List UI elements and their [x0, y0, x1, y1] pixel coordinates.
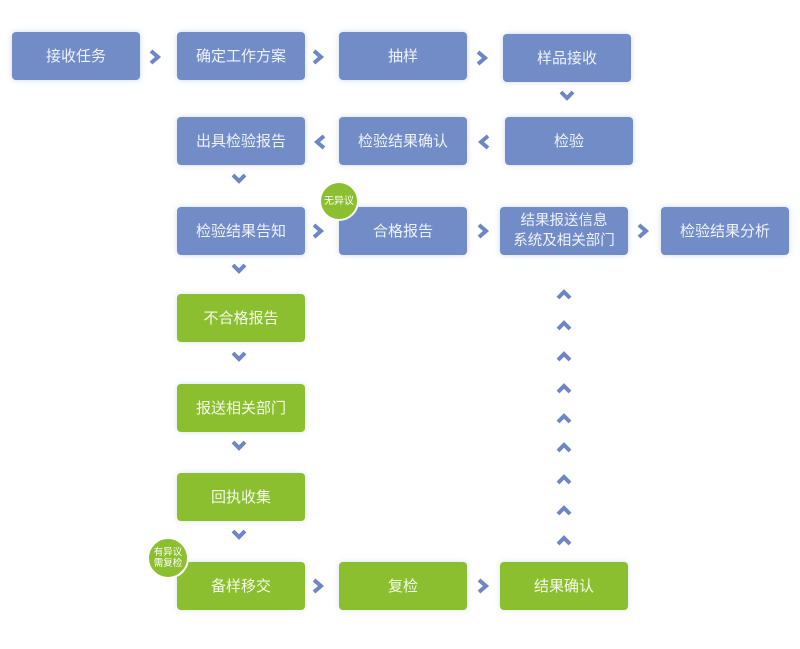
step-inspection: 检验 [505, 117, 633, 165]
step-analyze-result: 检验结果分析 [661, 207, 789, 255]
step-notify-result: 检验结果告知 [177, 207, 305, 255]
badge-objection-reinspect: 有异议需复检 [147, 537, 189, 579]
chevron-up-icon [556, 535, 572, 547]
step-label: 备样移交 [210, 577, 271, 595]
step-label: 检验结果告知 [195, 222, 286, 240]
chevron-right-icon [311, 223, 325, 239]
chevron-right-icon [476, 223, 490, 239]
chevron-down-icon [231, 262, 247, 274]
step-transfer-backup: 备样移交 [177, 562, 305, 610]
chevron-up-icon [556, 442, 572, 454]
step-label: 检验结果分析 [679, 222, 770, 240]
chevron-up-icon [556, 351, 572, 363]
chevron-down-icon [231, 350, 247, 362]
step-label: 复检 [387, 577, 418, 595]
step-unqualified-report: 不合格报告 [177, 294, 305, 342]
step-sample-receipt: 样品接收 [503, 34, 631, 82]
step-sampling: 抽样 [339, 32, 467, 80]
step-label: 回执收集 [210, 488, 271, 506]
chevron-right-icon [476, 578, 490, 594]
chevron-up-icon [556, 383, 572, 395]
chevron-up-icon [556, 413, 572, 425]
step-label: 样品接收 [536, 49, 597, 67]
badge-label: 有异议需复检 [153, 547, 183, 569]
chevron-down-icon [231, 528, 247, 540]
chevron-right-icon [148, 49, 162, 65]
chevron-up-icon [556, 505, 572, 517]
step-send-departments: 报送相关部门 [177, 384, 305, 432]
step-reinspect: 复检 [339, 562, 467, 610]
chevron-down-icon [559, 89, 575, 101]
step-qualified-report: 合格报告 [339, 207, 467, 255]
chevron-right-icon [311, 578, 325, 594]
step-label: 接收任务 [45, 47, 106, 65]
chevron-left-icon [313, 134, 326, 150]
step-receive-task: 接收任务 [12, 32, 140, 80]
badge-label: 无异议 [324, 195, 354, 207]
step-label: 抽样 [387, 47, 418, 65]
step-send-result: 结果报送信息系统及相关部门 [500, 207, 628, 255]
step-issue-report: 出具检验报告 [177, 117, 305, 165]
step-label: 不合格报告 [203, 309, 279, 327]
step-label: 确定工作方案 [195, 47, 286, 65]
step-label: 结果确认 [533, 577, 594, 595]
badge-no-objection: 无异议 [319, 181, 359, 221]
chevron-right-icon [636, 223, 650, 239]
step-collect-receipt: 回执收集 [177, 473, 305, 521]
step-confirm-result: 检验结果确认 [339, 117, 467, 165]
step-label: 合格报告 [372, 222, 433, 240]
step-label: 结果报送信息系统及相关部门 [513, 213, 615, 249]
chevron-up-icon [556, 289, 572, 301]
step-label: 出具检验报告 [195, 132, 286, 150]
step-result-confirm: 结果确认 [500, 562, 628, 610]
step-label: 检验结果确认 [357, 132, 448, 150]
step-label: 报送相关部门 [195, 399, 286, 417]
chevron-right-icon [475, 50, 489, 66]
chevron-up-icon [556, 320, 572, 332]
step-label: 检验 [553, 132, 584, 150]
chevron-right-icon [311, 49, 325, 65]
chevron-down-icon [231, 172, 247, 184]
step-confirm-plan: 确定工作方案 [177, 32, 305, 80]
chevron-down-icon [231, 439, 247, 451]
chevron-left-icon [477, 134, 490, 150]
chevron-up-icon [556, 474, 572, 486]
